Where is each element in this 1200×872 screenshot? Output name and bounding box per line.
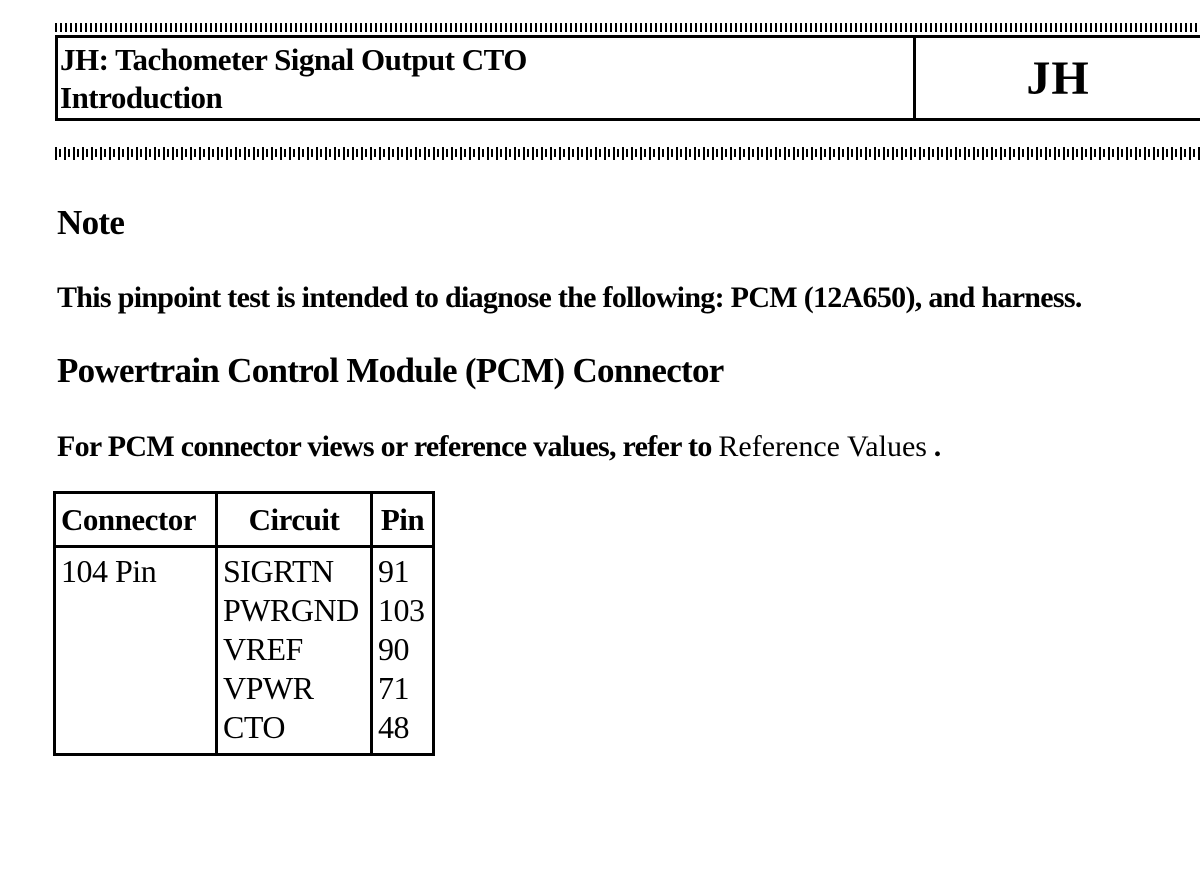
section-code-badge: JH xyxy=(913,38,1200,118)
circuit-value: VPWR xyxy=(223,670,314,706)
circuit-cell: SIGRTN PWRGND VREF VPWR CTO xyxy=(215,545,373,756)
page-title: JH: Tachometer Signal Output CTO Introdu… xyxy=(58,38,913,118)
circuit-value: SIGRTN xyxy=(223,553,334,589)
pcm-connector-table: Connector Circuit Pin 104 Pin SIGRTN PWR… xyxy=(53,491,435,756)
refer-text-suffix: . xyxy=(926,430,941,463)
connector-cell: 104 Pin xyxy=(53,545,218,756)
pin-value: 71 xyxy=(378,670,410,706)
pin-value: 103 xyxy=(378,592,425,628)
table-header-row: Connector Circuit Pin xyxy=(53,491,435,548)
column-header-connector: Connector xyxy=(53,491,218,548)
column-header-circuit: Circuit xyxy=(215,491,373,548)
circuit-value: CTO xyxy=(223,709,285,745)
pin-value: 48 xyxy=(378,709,410,745)
table-row: 104 Pin SIGRTN PWRGND VREF VPWR CTO 91 1… xyxy=(53,545,435,756)
page-title-line1: JH: Tachometer Signal Output CTO xyxy=(60,42,527,77)
pin-value: 91 xyxy=(378,553,410,589)
page-title-line2: Introduction xyxy=(60,80,223,115)
reference-values-link[interactable]: Reference Values xyxy=(718,430,927,463)
reference-values-sentence: For PCM connector views or reference val… xyxy=(57,427,1187,466)
pin-cell: 91 103 90 71 48 xyxy=(370,545,435,756)
decorative-hatch-band-bottom xyxy=(55,147,1200,160)
note-heading: Note xyxy=(57,203,125,242)
note-body-text: This pinpoint test is intended to diagno… xyxy=(57,281,1082,314)
pin-value: 90 xyxy=(378,631,410,667)
circuit-value: PWRGND xyxy=(223,592,359,628)
page-header-box: JH: Tachometer Signal Output CTO Introdu… xyxy=(55,35,1200,121)
pcm-connector-heading: Powertrain Control Module (PCM) Connecto… xyxy=(57,351,724,390)
refer-text-prefix: For PCM connector views or reference val… xyxy=(57,430,719,463)
circuit-value: VREF xyxy=(223,631,303,667)
column-header-pin: Pin xyxy=(370,491,435,548)
decorative-hatch-band-top xyxy=(55,23,1200,32)
